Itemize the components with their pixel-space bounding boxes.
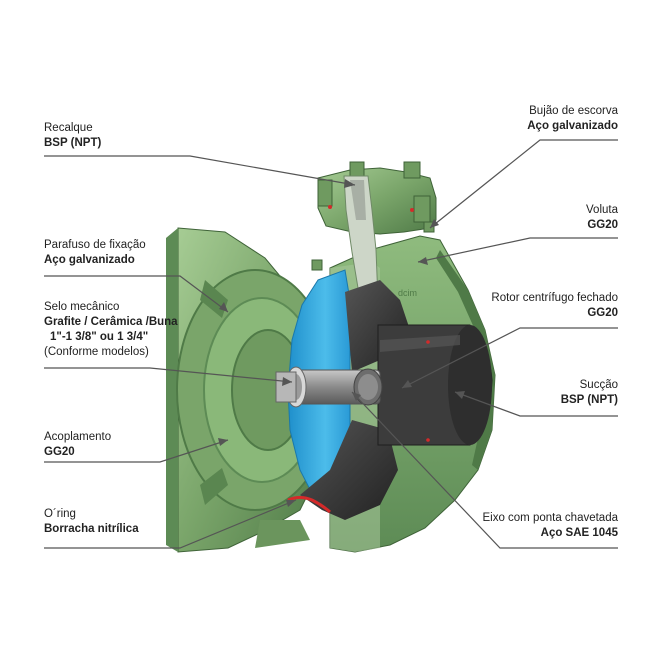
arrowhead-rotor: [402, 380, 412, 388]
leader-voluta: [417, 237, 618, 263]
arrowhead-oring: [286, 500, 296, 507]
label-recalque-name: Recalque: [44, 122, 93, 134]
arrowhead-voluta: [418, 257, 428, 265]
label-rotor-name: Rotor centrífugo fechado: [491, 292, 618, 304]
label-selo-note: (Conforme modelos): [44, 346, 149, 358]
label-voluta-material: GG20: [587, 219, 618, 231]
arrowhead-selo: [282, 377, 292, 386]
arrowhead-recalque: [344, 179, 355, 188]
casting-mark: dcim: [398, 288, 417, 298]
label-bujao: Bujão de escorva Aço galvanizado: [527, 104, 618, 134]
leader-selo: [44, 367, 293, 383]
arrowhead-eixo: [352, 392, 361, 401]
leader-eixo: [351, 391, 618, 549]
label-rotor: Rotor centrífugo fechado GG20: [491, 291, 618, 321]
label-oring: O´ring Borracha nitrílica: [44, 507, 139, 537]
leader-rotor: [401, 327, 618, 389]
o-ring: [287, 496, 331, 514]
leader-parafuso: [44, 275, 229, 313]
label-parafuso: Parafuso de fixação Aço galvanizado: [44, 238, 146, 268]
arrowhead-acoplamento: [218, 438, 228, 446]
leader-succao: [454, 391, 618, 417]
label-recalque: Recalque BSP (NPT): [44, 121, 101, 151]
impeller: [300, 280, 493, 520]
arrowhead-bujao: [430, 219, 439, 228]
label-bujao-name: Bujão de escorva: [529, 105, 618, 117]
label-succao-name: Sucção: [579, 379, 618, 391]
label-eixo-material: Aço SAE 1045: [540, 527, 618, 539]
label-acoplamento-material: GG20: [44, 446, 75, 458]
mechanical-seal: [275, 366, 307, 408]
fixing-bolts: [311, 221, 435, 271]
leader-bujao: [429, 139, 618, 229]
label-parafuso-material: Aço galvanizado: [44, 254, 135, 266]
label-parafuso-name: Parafuso de fixação: [44, 239, 146, 251]
leader-acoplamento: [44, 439, 229, 463]
label-selo-material-1: Grafite / Cerâmica /Buna: [44, 316, 178, 328]
label-eixo-name: Eixo com ponta chavetada: [482, 512, 618, 524]
label-recalque-material: BSP (NPT): [44, 137, 102, 149]
label-eixo: Eixo com ponta chavetada Aço SAE 1045: [482, 511, 618, 541]
label-acoplamento-name: Acoplamento: [44, 431, 112, 443]
label-succao: Sucção BSP (NPT): [561, 378, 618, 408]
label-voluta-name: Voluta: [586, 204, 618, 216]
label-selo-material-2: 1"-1 3/8" ou 1 3/4": [50, 331, 149, 343]
leader-recalque: [44, 155, 356, 186]
leader-oring: [44, 499, 297, 549]
arrowhead-parafuso: [219, 302, 228, 312]
arrowhead-succao: [455, 391, 465, 399]
label-succao-material: BSP (NPT): [560, 394, 618, 406]
label-bujao-material: Aço galvanizado: [527, 120, 618, 132]
label-oring-material: Borracha nitrílica: [44, 523, 139, 535]
label-oring-name: O´ring: [44, 508, 76, 520]
label-acoplamento: Acoplamento GG20: [44, 430, 111, 460]
label-voluta: Voluta GG20: [586, 203, 618, 233]
label-rotor-material: GG20: [587, 307, 618, 319]
label-selo: Selo mecânico Grafite / Cerâmica /Buna 1…: [44, 300, 178, 360]
label-selo-name: Selo mecânico: [44, 301, 120, 313]
